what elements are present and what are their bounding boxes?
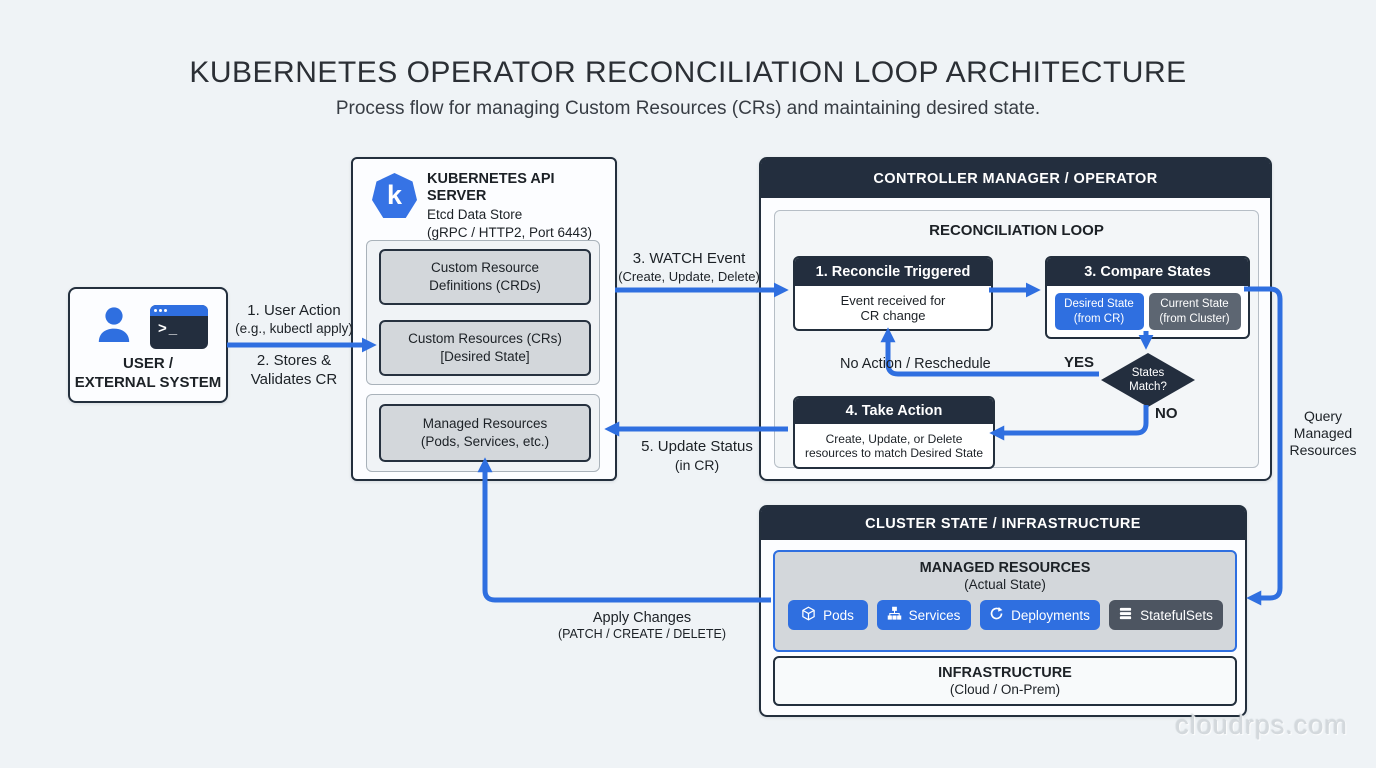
reconcile-triggered-box: 1. Reconcile Triggered Event received fo… xyxy=(793,256,993,331)
sitemap-icon xyxy=(887,606,902,624)
statefulsets-chip: StatefulSets xyxy=(1108,600,1223,630)
yes-label: YES xyxy=(1064,354,1095,371)
crd-box: Custom Resource Definitions (CRDs) xyxy=(379,249,591,305)
reconciliation-loop-panel: RECONCILIATION LOOP 1. Reconcile Trigger… xyxy=(774,210,1259,469)
apply-changes-label: Apply Changes (PATCH / CREATE / DELETE) xyxy=(557,610,727,642)
arrow-apply-changes xyxy=(477,457,771,603)
user-action-label: 1. User Action (e.g., kubectl apply) xyxy=(235,302,353,336)
pods-chip: Pods xyxy=(787,600,868,630)
watch-event-label: 3. WATCH Event (Create, Update, Delete) xyxy=(618,250,760,284)
watermark: cloudrps.com xyxy=(1175,710,1348,740)
resource-chips-row: Pods Services Deployments StatefulSets xyxy=(775,600,1235,630)
query-resources-label: Query Managed Resources xyxy=(1289,408,1357,459)
controller-manager-header: CONTROLLER MANAGER / OPERATOR xyxy=(761,159,1270,198)
api-server-panel: k KUBERNETES API SERVER Etcd Data Store … xyxy=(351,157,617,481)
controller-manager-panel: CONTROLLER MANAGER / OPERATOR RECONCILIA… xyxy=(759,157,1272,481)
cluster-state-header: CLUSTER STATE / INFRASTRUCTURE xyxy=(761,507,1245,540)
managed-resources-subtitle: (Actual State) xyxy=(964,577,1046,592)
no-action-label: No Action / Reschedule xyxy=(840,356,991,372)
kubernetes-logo-icon: k xyxy=(372,173,417,218)
update-status-label: 5. Update Status (in CR) xyxy=(641,438,753,473)
states-match-decision: States Match? xyxy=(1101,353,1195,407)
user-icon xyxy=(90,302,138,350)
reconciliation-loop-title: RECONCILIATION LOOP xyxy=(929,222,1104,239)
compare-states-box: 3. Compare States Desired State (from CR… xyxy=(1045,256,1250,339)
take-action-box: 4. Take Action Create, Update, or Delete… xyxy=(793,396,995,469)
desired-state-chip: Desired State (from CR) xyxy=(1054,293,1144,330)
cycle-icon-chip: Deployments xyxy=(979,600,1100,630)
no-label: NO xyxy=(1155,405,1178,422)
cycle-icon xyxy=(989,606,1004,624)
stack-icon xyxy=(1118,606,1133,624)
user-external-system-box: >_ USER / EXTERNAL SYSTEM xyxy=(68,287,228,403)
stores-validates-label: 2. Stores & Validates CR xyxy=(250,352,338,388)
cube-icon xyxy=(801,606,816,624)
user-box-label: USER / EXTERNAL SYSTEM xyxy=(74,355,222,391)
cluster-managed-resources-panel: MANAGED RESOURCES (Actual State) Pods Se… xyxy=(773,550,1237,652)
managed-resources-box: Managed Resources (Pods, Services, etc.) xyxy=(379,404,591,462)
terminal-icon: >_ xyxy=(150,305,208,349)
terminal-prompt: >_ xyxy=(158,320,180,337)
current-state-chip: Current State (from Cluster) xyxy=(1148,293,1241,330)
crd-cr-container: Custom Resource Definitions (CRDs) Custo… xyxy=(366,240,600,385)
managed-resources-title: MANAGED RESOURCES xyxy=(919,560,1091,576)
infrastructure-box: INFRASTRUCTURE (Cloud / On-Prem) xyxy=(773,656,1237,706)
page-title: KUBERNETES OPERATOR RECONCILIATION LOOP … xyxy=(189,56,1187,89)
managed-resources-container: Managed Resources (Pods, Services, etc.) xyxy=(366,394,600,472)
cluster-state-panel: CLUSTER STATE / INFRASTRUCTURE MANAGED R… xyxy=(759,505,1247,717)
cr-box: Custom Resources (CRs) [Desired State] xyxy=(379,320,591,376)
api-server-heading: KUBERNETES API SERVER Etcd Data Store (g… xyxy=(427,171,593,241)
page-subtitle: Process flow for managing Custom Resourc… xyxy=(335,98,1041,119)
services-chip: Services xyxy=(876,600,971,630)
